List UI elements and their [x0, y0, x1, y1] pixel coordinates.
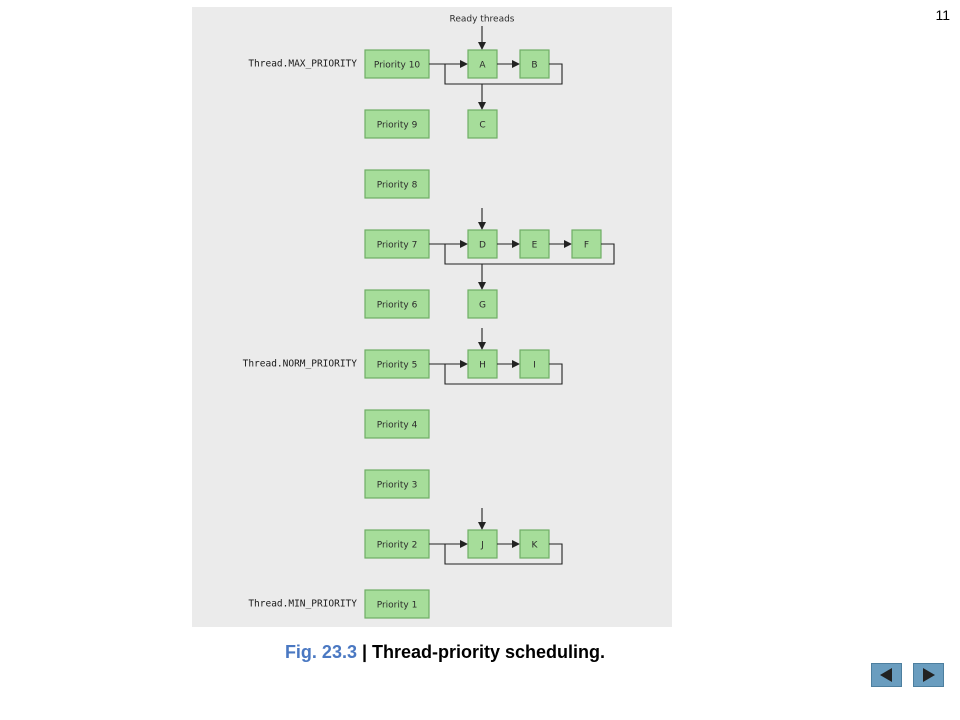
figure-number: Fig. 23.3 [284, 642, 357, 662]
thread-box [467, 229, 498, 259]
priority-box [364, 469, 430, 499]
priority-box [364, 229, 430, 259]
thread-label: G [479, 301, 486, 311]
priority-label: Priority 7 [377, 241, 418, 251]
priority-box [364, 529, 430, 559]
thread-label: K [532, 541, 539, 551]
thread-label: D [479, 241, 486, 251]
thread-box [519, 529, 550, 559]
priority-box [364, 49, 430, 79]
figure-caption: Fig. 23.3 | Thread-priority scheduling. [0, 642, 890, 663]
caption-title: Thread-priority scheduling. [372, 642, 606, 662]
thread-label: I [533, 361, 536, 371]
ready-threads-label: Ready threads [450, 15, 515, 25]
previous-slide-button[interactable] [871, 663, 902, 687]
figure-panel [192, 7, 672, 627]
thread-label: A [479, 61, 486, 71]
triangle-right-icon [923, 668, 935, 682]
priority-label: Priority 8 [377, 181, 418, 191]
thread-box [467, 529, 498, 559]
thread-box [467, 349, 498, 379]
thread-box [467, 49, 498, 79]
priority-label: Priority 2 [377, 541, 418, 551]
priority-constant-label: Thread.MAX_PRIORITY [248, 59, 357, 70]
priority-box [364, 169, 430, 199]
caption-separator: | [356, 642, 373, 662]
priority-label: Priority 1 [377, 601, 418, 611]
priority-constant-label: Thread.NORM_PRIORITY [243, 359, 358, 370]
thread-label: F [584, 241, 589, 251]
priority-label: Priority 9 [377, 121, 418, 131]
thread-label: C [479, 121, 485, 131]
priority-label: Priority 6 [377, 301, 418, 311]
priority-box [364, 109, 430, 139]
thread-label: H [479, 361, 486, 371]
priority-box [364, 409, 430, 439]
priority-constant-label: Thread.MIN_PRIORITY [248, 599, 357, 610]
priority-box [364, 589, 430, 619]
triangle-left-icon [880, 668, 892, 682]
priority-label: Priority 4 [377, 421, 418, 431]
thread-label: J [480, 541, 484, 551]
next-slide-button[interactable] [913, 663, 944, 687]
thread-box [467, 109, 498, 139]
priority-box [364, 289, 430, 319]
thread-label: B [531, 61, 537, 71]
thread-box [571, 229, 602, 259]
thread-box [467, 289, 498, 319]
round-robin-loop [444, 63, 563, 85]
round-robin-loop [444, 363, 563, 385]
thread-label: E [532, 241, 538, 251]
priority-label: Priority 10 [374, 61, 421, 71]
thread-box [519, 349, 550, 379]
priority-label: Priority 5 [377, 361, 418, 371]
round-robin-loop [444, 243, 615, 265]
page-number: 11 [935, 7, 950, 23]
round-robin-loop [444, 543, 563, 565]
priority-label: Priority 3 [377, 481, 418, 491]
